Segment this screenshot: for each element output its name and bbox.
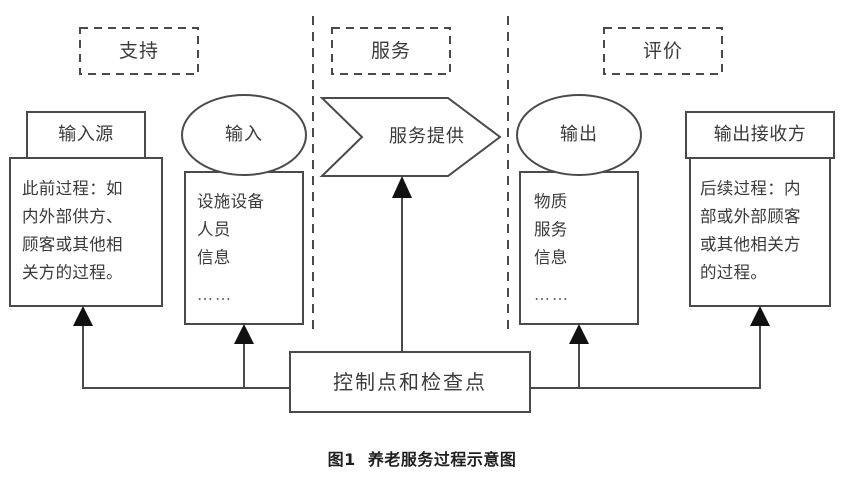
output-receiver-body: 后续过程：内 部或外部顾客 或其他相关方 的过程。 — [700, 179, 801, 282]
output-ellipsis: …… — [534, 285, 570, 304]
arrowhead-input — [234, 324, 254, 344]
input-body: 设施设备 人员 信息 — [197, 192, 265, 267]
connector-to-input-source — [82, 325, 290, 389]
phase-label-service: 服务 — [370, 40, 411, 62]
phase-box-service — [331, 27, 451, 75]
service-provision-label: 服务提供 — [389, 126, 465, 147]
input-body-box — [184, 171, 304, 325]
arrowhead-service-provision — [392, 176, 412, 198]
service-provision-chevron — [319, 97, 502, 177]
phase-label-evaluation: 评价 — [642, 40, 683, 62]
output-header: 输出 — [560, 124, 598, 145]
output-body: 物质 服务 信息 — [534, 192, 568, 267]
input-source-body: 此前过程：如 内外部供方、 顾客或其他相 关方的过程。 — [22, 179, 123, 282]
connector-to-output-receiver — [530, 325, 761, 389]
arrowhead-output — [569, 324, 589, 344]
control-checkpoint-label: 控制点和检查点 — [333, 370, 487, 394]
arrowhead-output-receiver — [750, 306, 770, 326]
input-source-header: 输入源 — [58, 124, 114, 145]
input-header: 输入 — [225, 124, 263, 145]
figure-caption: 图1 养老服务过程示意图 — [327, 450, 517, 469]
input-ellipse — [181, 94, 307, 176]
phase-label-support: 支持 — [118, 40, 159, 62]
input-source-header-box — [26, 111, 146, 159]
phase-box-support — [79, 27, 199, 75]
phase-box-evaluation — [603, 27, 723, 75]
input-ellipsis: …… — [197, 285, 233, 304]
arrowhead-input-source — [73, 306, 93, 326]
output-receiver-header: 输出接收方 — [713, 124, 807, 145]
output-ellipse — [516, 94, 642, 176]
input-source-body-box — [9, 157, 163, 307]
control-checkpoint-box — [289, 351, 531, 413]
